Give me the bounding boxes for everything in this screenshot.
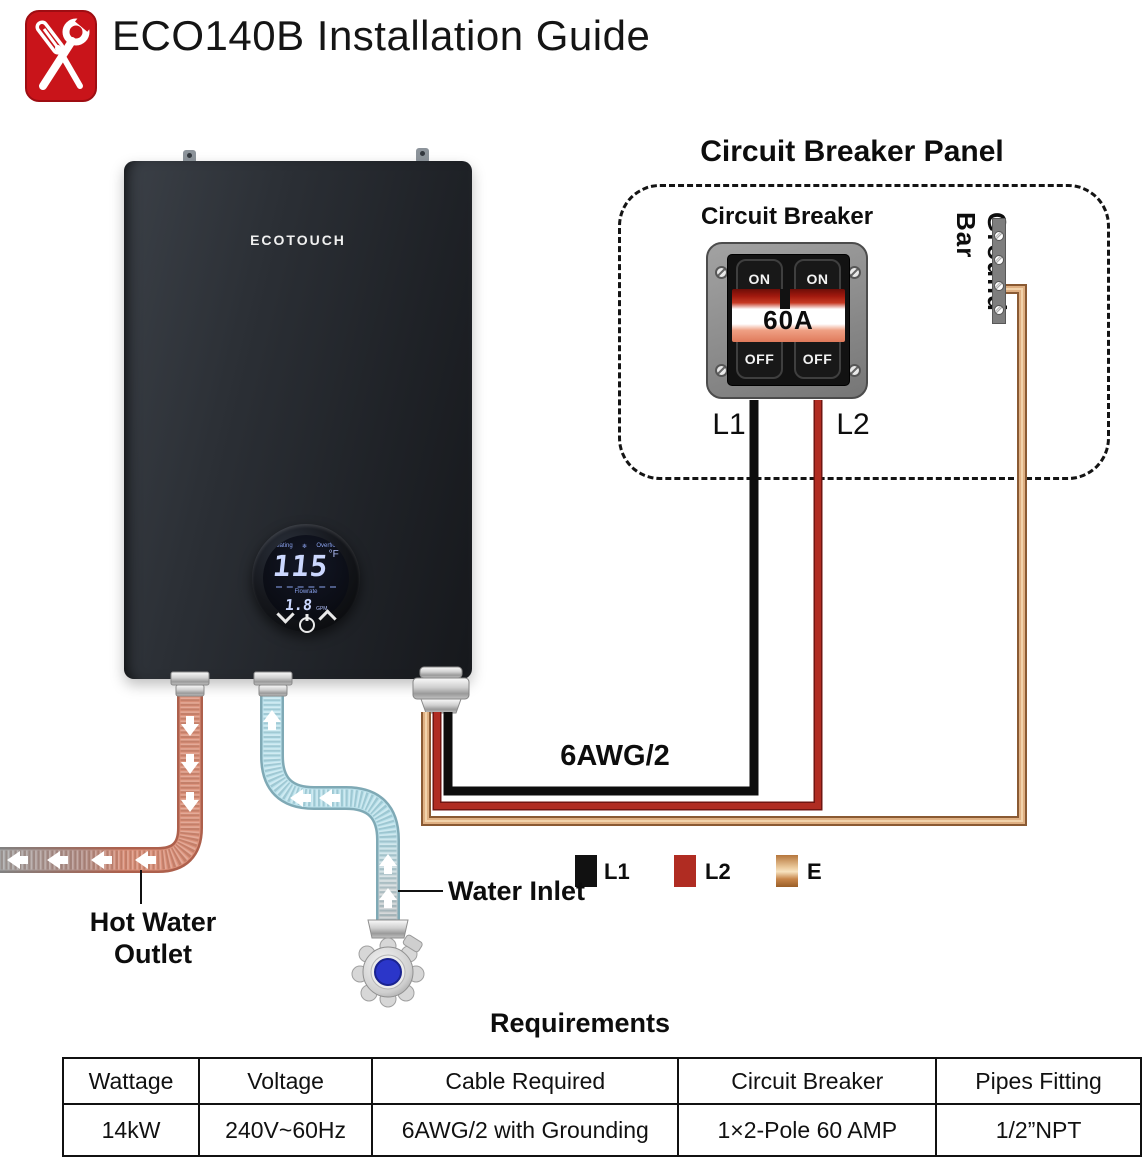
value-cable: 6AWG/2 with Grounding bbox=[371, 1103, 680, 1157]
legend-l1-swatch bbox=[575, 855, 597, 887]
off-label: OFF bbox=[802, 351, 833, 367]
page-title: ECO140B Installation Guide bbox=[112, 12, 651, 59]
hot-water-pipe bbox=[0, 690, 203, 873]
ground-screw bbox=[994, 255, 1004, 265]
mount-tab-right bbox=[416, 148, 429, 163]
flow-unit: GPM bbox=[316, 606, 328, 612]
temperature-unit: °F bbox=[328, 549, 339, 560]
off-label: OFF bbox=[744, 351, 775, 367]
power-button[interactable] bbox=[299, 614, 315, 633]
value-voltage: 240V~60Hz bbox=[198, 1103, 374, 1157]
cold-water-pipe bbox=[260, 690, 400, 922]
temperature-value: 115 bbox=[271, 549, 331, 583]
header-wattage: Wattage bbox=[61, 1057, 201, 1105]
heating-status-label: Heating bbox=[272, 543, 293, 549]
legend-l2-swatch bbox=[674, 855, 696, 887]
water-inlet-label: Water Inlet bbox=[448, 876, 586, 906]
requirements-header-row: Wattage Voltage Cable Required Circuit B… bbox=[61, 1057, 1142, 1105]
circuit-breaker-device: ON OFF ON OFF 60A bbox=[706, 242, 868, 399]
inlet-valve bbox=[351, 919, 425, 1008]
value-pipes: 1/2”NPT bbox=[935, 1103, 1142, 1157]
header-pipes: Pipes Fitting bbox=[935, 1057, 1142, 1105]
requirements-value-row: 14kW 240V~60Hz 6AWG/2 with Grounding 1×2… bbox=[61, 1103, 1142, 1157]
header-voltage: Voltage bbox=[198, 1057, 374, 1105]
brand-logo: ECOTOUCH bbox=[250, 232, 346, 248]
flow-label: Flowrate bbox=[294, 589, 318, 595]
ground-bar bbox=[992, 218, 1006, 324]
circuit-breaker-label: Circuit Breaker bbox=[700, 203, 874, 230]
l2-terminal-label: L2 bbox=[836, 408, 870, 441]
cable-gauge-label: 6AWG/2 bbox=[560, 740, 670, 772]
amp-rating: 60A bbox=[763, 305, 814, 335]
value-wattage: 14kW bbox=[61, 1103, 201, 1157]
header-breaker: Circuit Breaker bbox=[677, 1057, 938, 1105]
ground-screw bbox=[994, 231, 1004, 241]
on-label: ON bbox=[748, 271, 771, 287]
breaker-handle-gap bbox=[780, 289, 790, 309]
header-cable: Cable Required bbox=[371, 1057, 680, 1105]
value-breaker: 1×2-Pole 60 AMP bbox=[677, 1103, 938, 1157]
display-divider bbox=[276, 586, 336, 588]
breaker-panel-title: Circuit Breaker Panel bbox=[700, 135, 1004, 168]
legend-e-swatch bbox=[776, 855, 798, 887]
legend-l2-label: L2 bbox=[705, 859, 731, 884]
tools-icon bbox=[25, 10, 97, 102]
overflow-status-label: Overflow bbox=[316, 543, 340, 549]
hot-flow-arrows bbox=[7, 716, 199, 869]
breaker-face: ON OFF ON OFF 60A bbox=[727, 254, 850, 386]
lcd-screen: Heating ❄ Overflow 115°F Flowrate 1.8 GP… bbox=[263, 535, 349, 621]
snowflake-icon: ❄ bbox=[301, 544, 308, 550]
legend-e-label: E bbox=[807, 859, 822, 884]
legend-l1-label: L1 bbox=[604, 859, 630, 884]
l1-terminal-label: L1 bbox=[712, 408, 746, 441]
control-display[interactable]: Heating ❄ Overflow 115°F Flowrate 1.8 GP… bbox=[252, 524, 360, 633]
water-heater-unit: ECOTOUCH Heating ❄ Overflow 115°F Flowra… bbox=[124, 161, 472, 679]
ground-screw bbox=[994, 281, 1004, 291]
ground-screw bbox=[994, 305, 1004, 315]
hot-water-outlet-label: Hot Water Outlet bbox=[89, 907, 217, 970]
on-label: ON bbox=[806, 271, 829, 287]
requirements-table: Wattage Voltage Cable Required Circuit B… bbox=[61, 1057, 1142, 1157]
cold-flow-arrows bbox=[263, 710, 397, 908]
valve-knob bbox=[374, 958, 402, 986]
requirements-title: Requirements bbox=[489, 1008, 671, 1038]
